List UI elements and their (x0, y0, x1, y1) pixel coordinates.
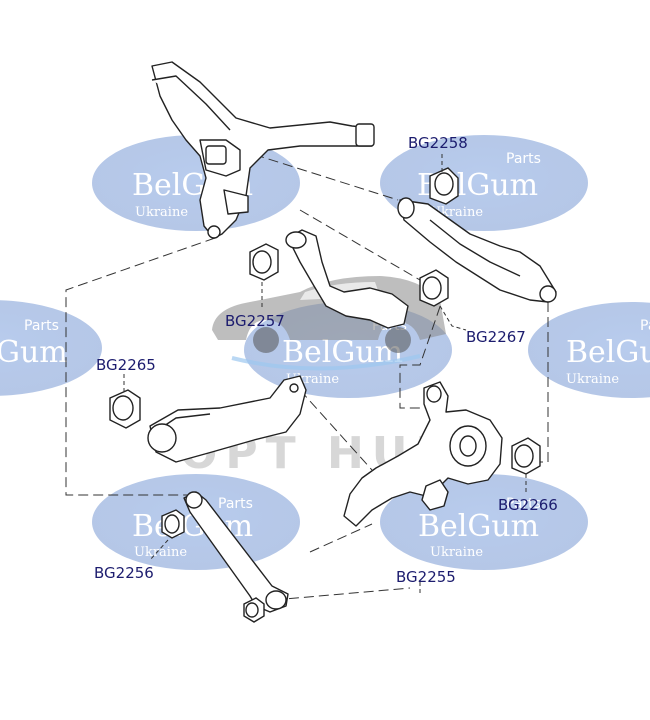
watermark-oval-bottomleft: Parts BelGum Ukraine (92, 474, 300, 570)
label-bg2265: BG2265 (96, 356, 156, 374)
bushing-bg2267 (419, 269, 449, 307)
trailing-arm (147, 375, 307, 463)
lower-link (183, 491, 289, 613)
svg-text:BelGum: BelGum (418, 509, 539, 544)
watermark-layer: Parts BelGum Ukraine Parts BelGum Ukrain… (0, 135, 650, 570)
part-labels: BG2258 BG2257 BG2267 BG2265 BG2266 BG225… (94, 134, 558, 586)
label-bg2267: BG2267 (466, 328, 526, 346)
label-bg2257: BG2257 (225, 312, 285, 330)
svg-text:Parts: Parts (24, 318, 59, 334)
camber-link (285, 229, 409, 329)
rear-subframe (151, 61, 375, 239)
leader-lines (123, 154, 527, 594)
svg-text:Ukraine: Ukraine (135, 205, 188, 220)
label-bg2255: BG2255 (396, 568, 456, 586)
bushing-bg2266 (511, 437, 541, 475)
bushing-bg2258 (429, 167, 459, 205)
watermark-oval-left-edge: Parts Gum (0, 300, 102, 396)
label-bg2258: BG2258 (408, 134, 468, 152)
swoosh-decoration (231, 354, 421, 371)
svg-text:Parts: Parts (506, 151, 541, 167)
wheel-knuckle (343, 381, 503, 527)
label-bg2266: BG2266 (498, 496, 558, 514)
assembly-lines (65, 149, 549, 601)
bushing-bg2265 (109, 389, 141, 429)
svg-text:Parts: Parts (218, 496, 253, 512)
bushing-bg2255 (243, 597, 265, 623)
svg-text:Ukraine: Ukraine (566, 372, 619, 387)
svg-text:Parts: Parts (506, 496, 541, 512)
bushing-bg2257 (249, 243, 279, 281)
svg-text:BelGum: BelGum (566, 335, 650, 370)
label-bg2256: BG2256 (94, 564, 154, 582)
upper-control-arm (397, 197, 557, 303)
svg-text:Parts: Parts (640, 318, 650, 334)
svg-text:Gum: Gum (0, 335, 68, 370)
svg-text:Ukraine: Ukraine (134, 545, 187, 560)
watermark-oval-right-edge: Parts BelGum Ukraine (528, 302, 650, 398)
bushing-bg2256 (161, 509, 185, 539)
svg-text:Ukraine: Ukraine (430, 545, 483, 560)
